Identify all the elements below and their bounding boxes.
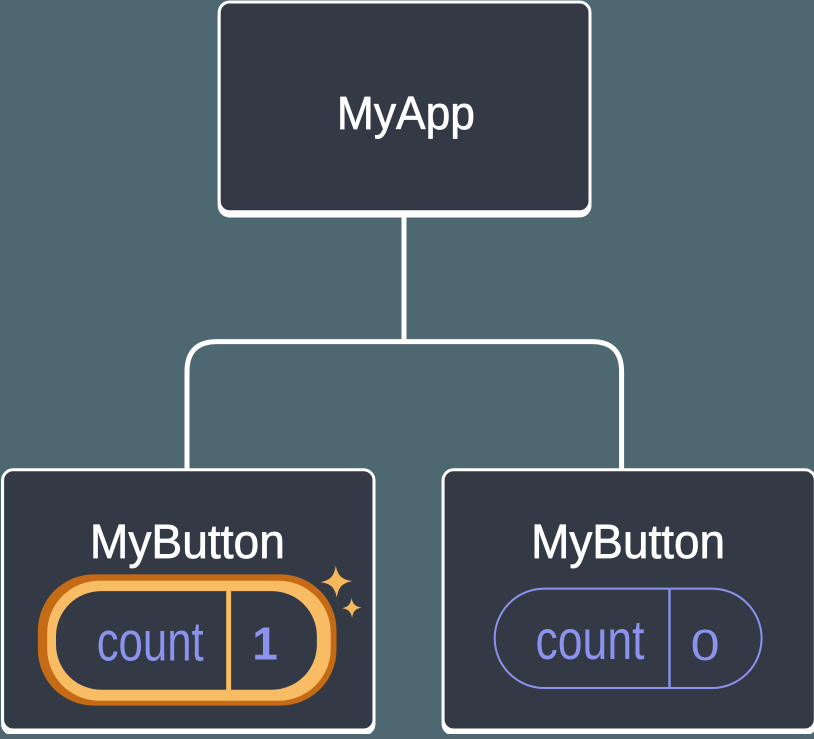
- svg-text:MyApp: MyApp: [337, 87, 475, 139]
- svg-text:0: 0: [691, 621, 720, 670]
- svg-text:count: count: [536, 608, 645, 671]
- svg-text:MyButton: MyButton: [531, 516, 725, 569]
- svg-text:MyButton: MyButton: [90, 516, 285, 569]
- svg-text:1: 1: [252, 618, 278, 670]
- svg-text:count: count: [97, 610, 204, 673]
